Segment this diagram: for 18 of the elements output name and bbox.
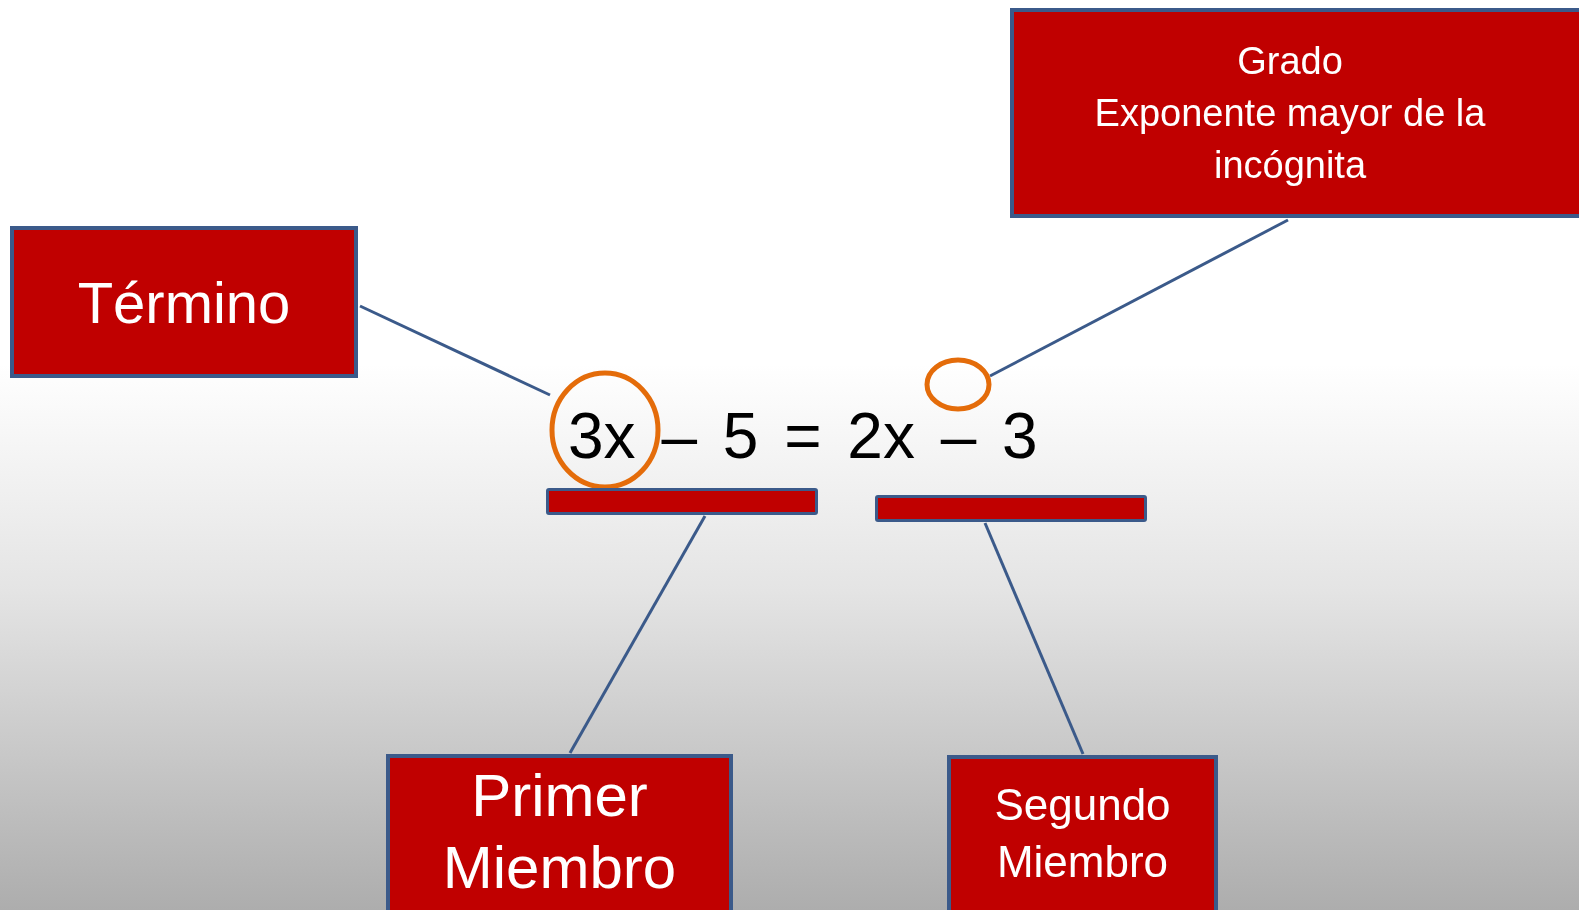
highlight-circle [924, 357, 992, 412]
label-box [947, 755, 1218, 910]
leader-line [568, 515, 707, 754]
equation: 3x – 5 = 2x – 3 [568, 399, 1038, 474]
label-box [1010, 8, 1579, 218]
box-text: Término [77, 268, 291, 337]
underline-bar [546, 488, 818, 515]
box-text: Grado [1237, 39, 1343, 84]
underline-bar [875, 495, 1147, 522]
leader-line [359, 304, 551, 397]
label-box [10, 226, 358, 378]
label-box [386, 754, 733, 910]
box-text: Segundo Miembro [993, 779, 1172, 888]
highlight-circle [549, 370, 661, 490]
leader-line [983, 522, 1085, 755]
box-text: Primer Miembro [441, 761, 678, 903]
leader-line [989, 218, 1289, 378]
box-text: Exponente mayor de la incógnita [1093, 91, 1487, 188]
